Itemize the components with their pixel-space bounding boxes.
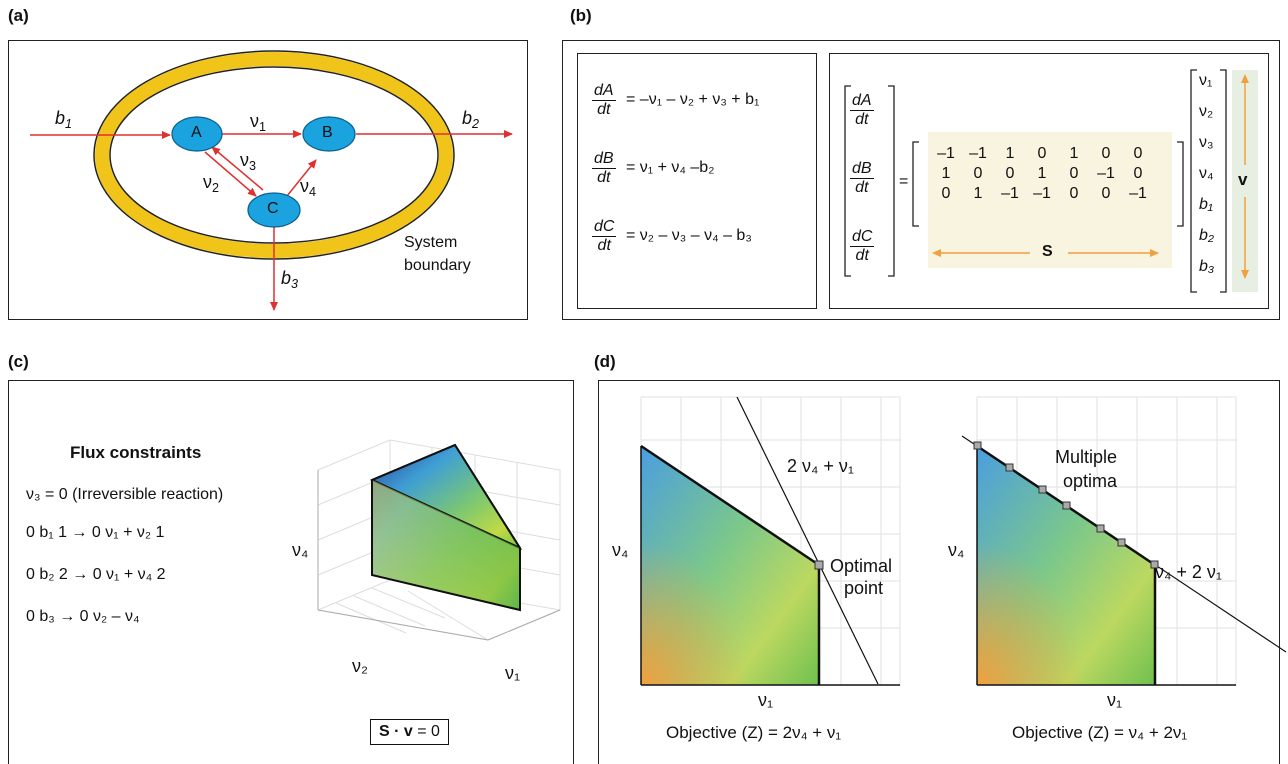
system-boundary-label-line2: boundary bbox=[404, 257, 471, 274]
matrix-cell: 1 bbox=[1005, 145, 1015, 162]
flux-v4-label: ν4 bbox=[300, 176, 317, 199]
right-y-axis-label: ν₄ bbox=[948, 540, 965, 560]
matrix-cell: 1 bbox=[1037, 165, 1047, 182]
matrix-cell: 0 bbox=[1069, 165, 1079, 182]
flux-constraints-title: Flux constraints bbox=[70, 443, 202, 462]
multiple-optima-markers bbox=[973, 441, 1159, 569]
left-optimal-label-2: point bbox=[844, 578, 884, 598]
vector-v-label: v bbox=[1238, 170, 1248, 189]
matrix-cell: 0 bbox=[1101, 185, 1111, 202]
flux-b1-label: b1 bbox=[55, 108, 73, 131]
matrix-cell: 1 bbox=[973, 185, 983, 202]
flux-vector-entry: b₂ bbox=[1199, 227, 1214, 244]
left-objective: Objective (Z) = 2ν₄ + ν₁ bbox=[666, 723, 842, 742]
flux-v1-label: ν1 bbox=[250, 111, 267, 134]
left-x-axis-label: ν₁ bbox=[758, 690, 774, 710]
panel-d-frame bbox=[598, 380, 1280, 764]
panel-d-label: (d) bbox=[594, 352, 616, 371]
flux-vector-entry: ν₂ bbox=[1199, 103, 1214, 120]
right-objective: Objective (Z) = ν₄ + 2ν₁ bbox=[1012, 723, 1188, 742]
flux-b2-label: b2 bbox=[462, 108, 480, 131]
left-optimal-label-1: Optimal bbox=[830, 556, 893, 576]
right-optima-label-1: Multiple bbox=[1055, 447, 1118, 467]
steady-state-equation: S · v = 0 bbox=[370, 719, 449, 745]
flux-vector-entry: b₁ bbox=[1199, 196, 1213, 213]
matrix-cell: 0 bbox=[1133, 145, 1143, 162]
axis-v1-label: ν₁ bbox=[505, 663, 521, 683]
constraint-2: 0 b₁ 1 → 0 ν₁ + ν₂ 1 bbox=[26, 524, 165, 541]
matrix-cell: 0 bbox=[1133, 165, 1143, 182]
matrix-cell: 1 bbox=[1069, 145, 1079, 162]
flux-vector-entry: ν₃ bbox=[1199, 134, 1214, 151]
matrix-equals-sign: = bbox=[899, 173, 909, 190]
left-y-axis-label: ν₄ bbox=[612, 540, 629, 560]
flux-vector-entry: ν₁ bbox=[1199, 72, 1213, 89]
left-line-label: 2 ν₄ + ν₁ bbox=[787, 456, 854, 476]
matrix-cell: 0 bbox=[1037, 145, 1047, 162]
flux-vector-entry: b₃ bbox=[1199, 258, 1215, 275]
matrix-cell: 0 bbox=[1101, 145, 1111, 162]
panel-c-label: (c) bbox=[8, 352, 29, 371]
matrix-cell: –1 bbox=[1001, 185, 1019, 202]
node-a bbox=[171, 116, 223, 152]
flux-vector-entry: ν₄ bbox=[1199, 165, 1214, 182]
node-c bbox=[247, 192, 301, 228]
node-c-label: C bbox=[267, 200, 279, 217]
matrix-box bbox=[829, 53, 1269, 309]
matrix-s-label: S bbox=[1042, 243, 1053, 260]
equations-box bbox=[577, 53, 817, 309]
constraint-4: 0 b₃ → 0 ν₂ – ν₄ bbox=[26, 608, 140, 625]
equation-1-rhs: = –ν₁ – ν₂ + ν₃ + b₁ bbox=[626, 91, 760, 108]
constraint-1: ν₃ = 0 (Irreversible reaction) bbox=[26, 486, 224, 503]
axis-v2-label: ν₂ bbox=[352, 656, 368, 676]
matrix-cell: –1 bbox=[1129, 185, 1147, 202]
panel-b-frame bbox=[562, 40, 1280, 320]
node-a-label: A bbox=[191, 124, 202, 141]
axis-v4-label: ν₄ bbox=[292, 540, 309, 560]
node-b bbox=[302, 116, 356, 152]
flux-v3-label: ν3 bbox=[240, 150, 257, 173]
matrix-cell: 0 bbox=[973, 165, 983, 182]
constraint-3: 0 b₂ 2 → 0 ν₁ + ν₄ 2 bbox=[26, 566, 166, 583]
flux-v2-label: ν2 bbox=[203, 172, 220, 195]
panel-c-frame bbox=[8, 380, 574, 764]
matrix-cell: 0 bbox=[1005, 165, 1015, 182]
panel-a-label: (a) bbox=[8, 6, 29, 25]
node-b-label: B bbox=[322, 124, 333, 141]
matrix-cell: –1 bbox=[1033, 185, 1051, 202]
right-x-axis-label: ν₁ bbox=[1107, 690, 1123, 710]
matrix-cell: 0 bbox=[1069, 185, 1079, 202]
flux-b3-label: b3 bbox=[281, 268, 299, 291]
matrix-cell: 1 bbox=[941, 165, 951, 182]
matrix-s-highlight bbox=[928, 132, 1172, 268]
panel-b-label: (b) bbox=[570, 6, 592, 25]
panel-a-frame bbox=[8, 40, 528, 320]
right-optima-label-2: optima bbox=[1063, 471, 1118, 491]
matrix-cell: –1 bbox=[969, 145, 987, 162]
matrix-cell: –1 bbox=[937, 145, 955, 162]
equation-3-rhs: = ν₂ – ν₃ – ν₄ – b₃ bbox=[626, 227, 752, 244]
right-line-label: ν₄ + 2 ν₁ bbox=[1155, 562, 1222, 582]
optimal-point-marker bbox=[814, 560, 824, 570]
system-boundary-label-line1: System bbox=[404, 234, 458, 251]
matrix-cell: –1 bbox=[1097, 165, 1115, 182]
matrix-cell: 0 bbox=[941, 185, 951, 202]
equation-2-rhs: = ν₁ + ν₄ –b₂ bbox=[626, 159, 715, 176]
